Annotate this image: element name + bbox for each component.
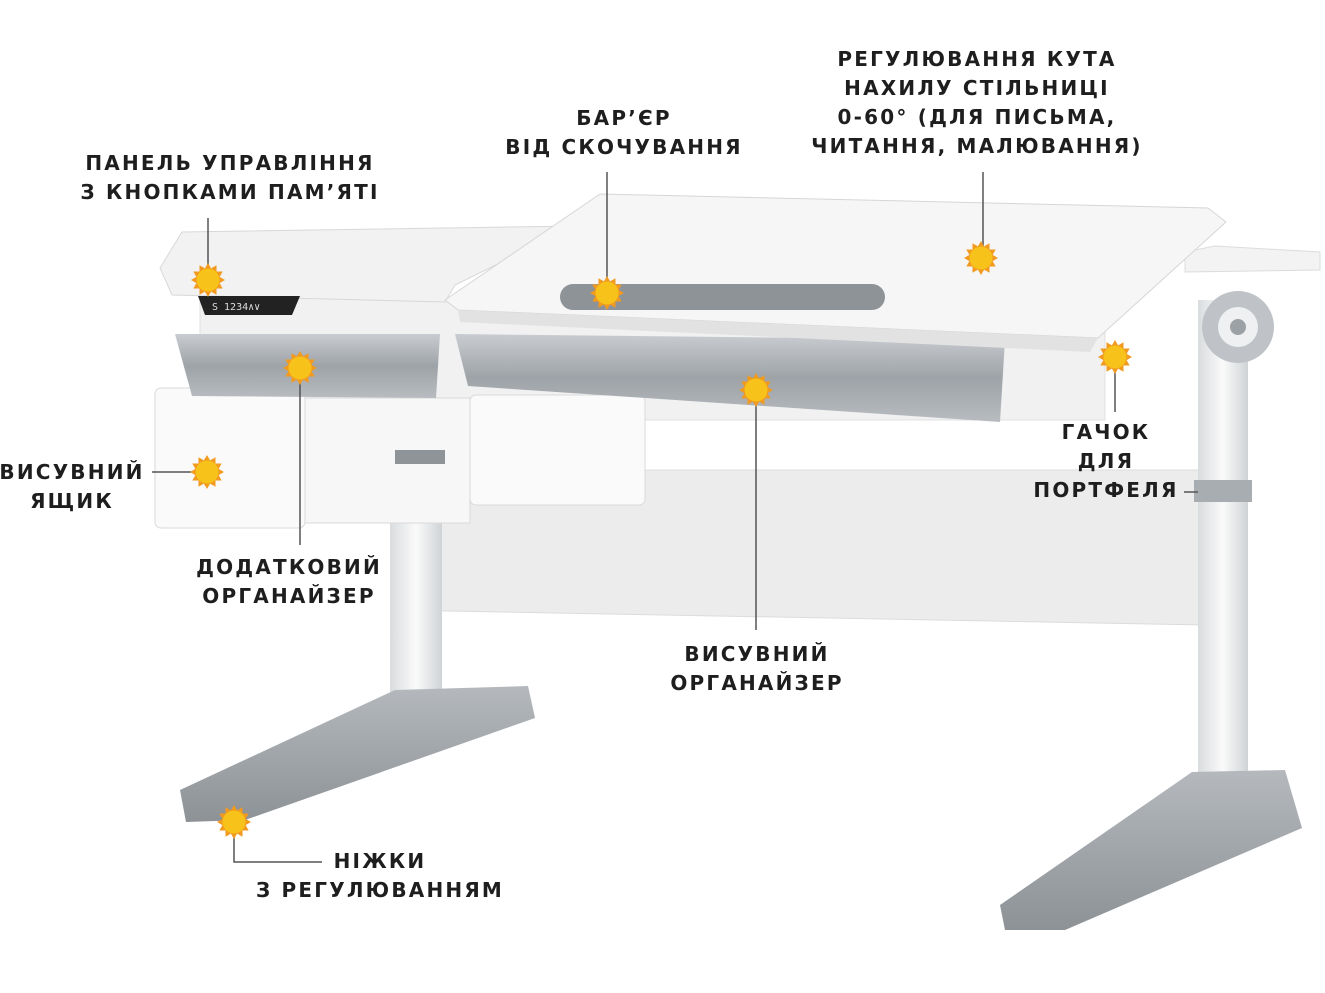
callout-sliding-organizer: ВИСУВНИЙ ОРГАНАЙЗЕР [670, 640, 843, 698]
callout-line: НАХИЛУ СТІЛЬНИЦІ [844, 76, 1110, 100]
height-clamp [1194, 480, 1252, 502]
callout-line: ДОДАТКОВИЙ [196, 555, 382, 579]
callout-drawer: ВИСУВНИЙ ЯЩИК [0, 458, 145, 516]
drawer-slide [395, 450, 445, 464]
callout-line: ПАНЕЛЬ УПРАВЛІННЯ [85, 151, 375, 175]
callout-adjustable-feet: НІЖКИ З РЕГУЛЮВАННЯМ [256, 847, 504, 905]
control-panel-display: S 1234∧∨ [212, 302, 260, 313]
left-foot [180, 686, 535, 822]
callout-line: ЯЩИК [30, 489, 114, 513]
callout-line: ДЛЯ [1077, 449, 1135, 473]
callout-bag-hook: ГАЧОК ДЛЯ ПОРТФЕЛЯ [1033, 418, 1178, 505]
callout-line: ВИСУВНИЙ [684, 642, 830, 666]
sun-icon [190, 455, 224, 489]
drawer-front [154, 387, 306, 529]
left-leg-column [390, 500, 442, 715]
sun-icon [217, 805, 251, 839]
callout-line: ВИСУВНИЙ [0, 460, 145, 484]
callout-line: З КНОПКАМИ ПАМ’ЯТІ [80, 180, 380, 204]
callout-line: ОРГАНАЙЗЕР [202, 584, 376, 608]
control-panel [198, 296, 300, 315]
callout-control-panel: ПАНЕЛЬ УПРАВЛІННЯ З КНОПКАМИ ПАМ’ЯТІ [80, 149, 379, 207]
right-leg-column [1198, 300, 1248, 800]
callout-line: ОРГАНАЙЗЕР [670, 671, 844, 695]
extra-organizer-board [469, 394, 646, 506]
callout-line: ЧИТАННЯ, МАЛЮВАННЯ) [811, 134, 1143, 158]
callout-tilt-adjustment: РЕГУЛЮВАННЯ КУТА НАХИЛУ СТІЛЬНИЦІ 0-60° … [811, 45, 1142, 161]
right-foot [1000, 770, 1302, 930]
sun-icon [739, 373, 773, 407]
callout-line: З РЕГУЛЮВАННЯМ [255, 878, 505, 902]
sun-icon [964, 241, 998, 275]
callout-extra-organizer: ДОДАТКОВИЙ ОРГАНАЙЗЕР [196, 553, 382, 611]
main-organizer-tray [455, 334, 1005, 422]
sun-icon [191, 263, 225, 297]
callout-line: БАР’ЄР [576, 106, 672, 130]
sun-icon [1098, 340, 1132, 374]
sun-icon [590, 276, 624, 310]
side-shelf [1184, 245, 1321, 273]
callout-line: ГАЧОК [1061, 420, 1151, 444]
callout-line: 0-60° (ДЛЯ ПИСЬМА, [837, 105, 1117, 129]
callout-line: НІЖКИ [333, 849, 427, 873]
callout-anti-roll-barrier: БАР’ЄР ВІД СКОЧУВАННЯ [505, 104, 742, 162]
anti-roll-barrier [560, 284, 885, 310]
leader-lines [152, 172, 1198, 863]
callout-line: ВІД СКОЧУВАННЯ [505, 135, 743, 159]
callout-line: РЕГУЛЮВАННЯ КУТА [837, 47, 1117, 71]
sun-icon [283, 351, 317, 385]
callout-line: ПОРТФЕЛЯ [1033, 478, 1179, 502]
fixed-tabletop [159, 225, 576, 303]
